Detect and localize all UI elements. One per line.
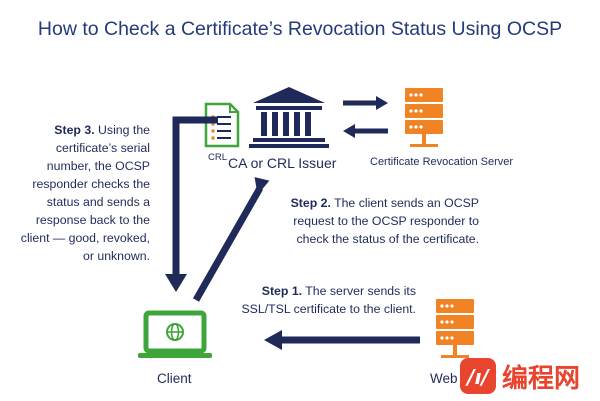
step3-arrow [165,116,218,292]
crl-label: CRL [208,152,228,163]
step2-arrow [192,177,270,302]
bank-building-icon [249,87,329,148]
step3-body: Using the certificate’s serial number, t… [20,123,150,263]
server-stack-icon [436,299,474,358]
step2-heading: Step 2. [290,196,331,210]
step3-heading: Step 3. [54,123,95,137]
svg-text:/ı/: /ı/ [465,365,490,389]
watermark-text: 编程网 [502,363,580,394]
step1-body: The server sends its SSL/TSL certificate… [241,284,416,316]
exchange-arrows [343,96,388,138]
page-title: How to Check a Certificate’s Revocation … [37,18,563,40]
document-checklist-icon [204,102,240,148]
ca-label: CA or CRL Issuer [228,155,337,171]
laptop-globe-icon [138,310,212,358]
step2-text: Step 2. The client sends an OCSP request… [264,194,479,248]
step2-body: The client sends an OCSP request to the … [293,196,479,246]
step1-arrow [264,330,420,350]
step1-heading: Step 1. [261,284,303,298]
client-label: Client [157,371,192,386]
step3-text: Step 3. Using the certificate’s serial n… [10,121,150,265]
step1-text: Step 1. The server sends its SSL/TSL cer… [236,282,416,318]
server-stack-icon [405,88,443,147]
web-label: Web [430,371,458,386]
watermark-logo: /ı/ 编程网 [460,358,580,394]
crs-label: Certificate Revocation Server [370,156,514,168]
